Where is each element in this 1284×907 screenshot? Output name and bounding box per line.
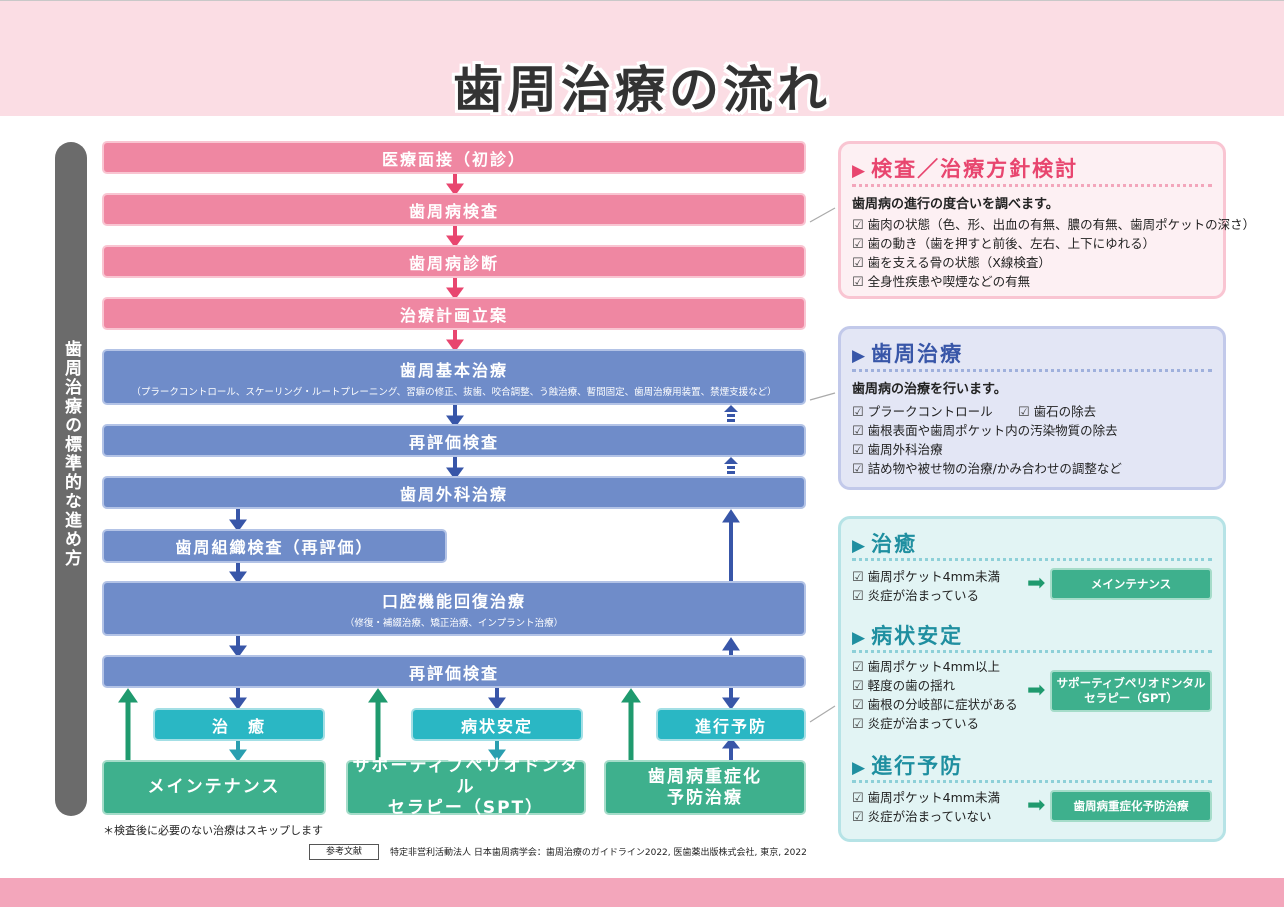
checkbox-icon: ☑ [852, 424, 864, 439]
arrow-right-icon: ➡ [1027, 678, 1046, 703]
blue-down-arrows [229, 404, 740, 710]
step-oral-rehab: 口腔機能回復治療 （修復・補綴治療、矯正治療、インプラント治療） [102, 581, 806, 636]
stable-heading: ▶病状安定 [852, 624, 964, 648]
panel-exam-heading: ▶検査／治療方針検討 [852, 157, 1079, 181]
reference-text: 特定非営利活動法人 日本歯周病学会：歯周治療のガイドライン2022, 医歯薬出版… [390, 848, 807, 858]
footnote: ＊検査後に必要のない治療はスキップします [103, 824, 323, 837]
list-item: ☑歯周ポケット4mm未満 [852, 569, 1000, 585]
checkbox-icon: ☑ [852, 256, 864, 271]
page-title: 歯周治療の流れ [453, 61, 831, 119]
triangle-icon: ▶ [852, 628, 868, 648]
blue-up-arrows [721, 405, 741, 760]
step-medical-interview: 医療面接（初診） [102, 141, 806, 174]
outcome-stable: 病状安定 [411, 708, 583, 741]
step-surgical-treatment: 歯周外科治療 [102, 476, 806, 509]
step-basic-treatment: 歯周基本治療 （プラークコントロール、スケーリング・ルートプレーニング、習癖の修… [102, 349, 806, 405]
step-tissue-exam: 歯周組織検査（再評価） [102, 529, 447, 563]
panel-connectors [809, 207, 836, 723]
list-item: ☑軽度の歯の揺れ [852, 678, 956, 694]
list-item: ☑歯石の除去 [1018, 404, 1097, 420]
triangle-icon: ▶ [852, 758, 868, 778]
checkbox-icon: ☑ [852, 679, 864, 694]
list-item: ☑炎症が治まっている [852, 588, 980, 604]
list-item: ☑歯周ポケット4mm以上 [852, 659, 1000, 675]
checkbox-icon: ☑ [852, 717, 864, 732]
list-item: ☑歯根の分岐部に症状がある [852, 697, 1018, 713]
step-reevaluation-1: 再評価検査 [102, 424, 806, 457]
outcome-healed: 治 癒 [153, 708, 325, 741]
checkbox-icon: ☑ [852, 275, 864, 290]
checkbox-icon: ☑ [852, 791, 864, 806]
checkbox-icon: ☑ [852, 405, 864, 420]
checkbox-icon: ☑ [852, 810, 864, 825]
list-item: ☑歯周ポケット4mm未満 [852, 790, 1000, 806]
side-label: 歯周治療の標準的な進め方 [61, 340, 81, 568]
list-item: ☑全身性疾患や喫煙などの有無 [852, 274, 1031, 290]
arrow-right-icon: ➡ [1027, 571, 1046, 596]
divider [852, 184, 1212, 187]
checkbox-icon: ☑ [852, 443, 864, 458]
side-bar [55, 142, 87, 816]
panel-treatment [838, 326, 1226, 490]
panel-treatment-intro: 歯周病の治療を行います。 [852, 382, 1007, 397]
pink-arrows [446, 172, 464, 352]
result-spt: サポーティブペリオドンタルセラピー（SPT） [346, 756, 586, 818]
list-item: ☑炎症が治まっていない [852, 809, 992, 825]
green-up-arrows [118, 688, 641, 763]
result-prevention-treatment: 歯周病重症化予防治療 [604, 760, 806, 815]
header-band [0, 0, 1284, 116]
step-treatment-plan: 治療計画立案 [102, 297, 806, 330]
list-item: ☑歯を支える骨の状態（X線検査） [852, 255, 1051, 271]
divider [852, 369, 1212, 372]
step-diagnosis: 歯周病診断 [102, 245, 806, 278]
list-item: ☑歯根表面や歯周ポケット内の汚染物質の除去 [852, 423, 1118, 439]
panel-treatment-heading: ▶歯周治療 [852, 342, 964, 366]
checkbox-icon: ☑ [852, 589, 864, 604]
footer-band [0, 878, 1284, 907]
list-item: ☑詰め物や被せ物の治療/かみ合わせの調整など [852, 461, 1122, 477]
checkbox-icon: ☑ [852, 218, 864, 233]
checkbox-icon: ☑ [852, 570, 864, 585]
stable-result-chip: サポーティブペリオドンタルセラピー（SPT） [1050, 670, 1212, 712]
step-reevaluation-2: 再評価検査 [102, 655, 806, 688]
result-maintenance: メインテナンス [102, 760, 326, 815]
checkbox-icon: ☑ [852, 462, 864, 477]
panel-exam-intro: 歯周病の進行の度合いを調べます。 [852, 197, 1059, 212]
list-item: ☑歯周外科治療 [852, 442, 943, 458]
panel-exam [838, 141, 1226, 299]
triangle-icon: ▶ [852, 161, 868, 181]
checkbox-icon: ☑ [852, 698, 864, 713]
checkbox-icon: ☑ [1018, 405, 1030, 420]
arrow-right-icon: ➡ [1027, 793, 1046, 818]
list-item: ☑炎症が治まっている [852, 716, 980, 732]
divider [852, 650, 1212, 653]
checkbox-icon: ☑ [852, 660, 864, 675]
prevention-heading: ▶進行予防 [852, 754, 964, 778]
triangle-icon: ▶ [852, 346, 868, 366]
list-item: ☑歯の動き（歯を押すと前後、左右、上下にゆれる） [852, 236, 1156, 252]
list-item: ☑プラークコントロール [852, 404, 993, 420]
triangle-icon: ▶ [852, 536, 868, 556]
heal-heading: ▶治癒 [852, 532, 918, 556]
teal-arrows [229, 740, 506, 762]
outcome-prevention: 進行予防 [656, 708, 806, 741]
step-periodontal-exam: 歯周病検査 [102, 193, 806, 226]
divider [852, 780, 1212, 783]
list-item: ☑歯肉の状態（色、形、出血の有無、膿の有無、歯周ポケットの深さ） [852, 217, 1256, 233]
heal-result-chip: メインテナンス [1050, 568, 1212, 600]
prevention-result-chip: 歯周病重症化予防治療 [1050, 790, 1212, 822]
divider [852, 558, 1212, 561]
checkbox-icon: ☑ [852, 237, 864, 252]
reference-label: 参考文献 [309, 844, 379, 860]
